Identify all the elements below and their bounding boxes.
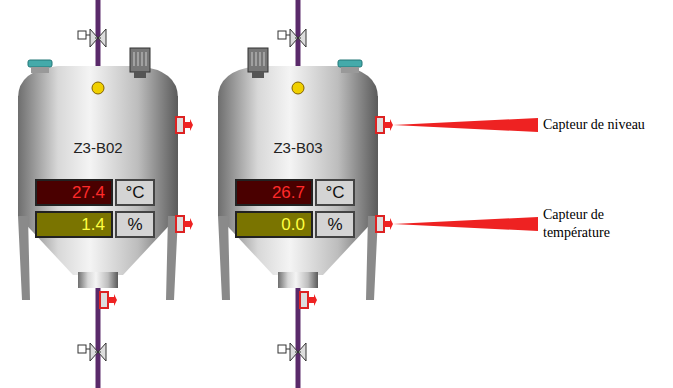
callout-label: Capteur de température [543, 206, 663, 242]
value-text: 26.7 [272, 183, 305, 203]
unit-box: % [315, 211, 355, 238]
value-display: 27.4 [35, 179, 113, 206]
callout-label: Capteur de niveau [543, 116, 668, 134]
value-display: 0.0 [235, 211, 313, 238]
tank-name: Z3-B02 [18, 139, 178, 156]
unit-box: °C [115, 179, 155, 206]
value-display: 26.7 [235, 179, 313, 206]
value-display: 1.4 [35, 211, 113, 238]
unit-text: °C [125, 183, 144, 203]
value-text: 1.4 [81, 215, 105, 235]
unit-text: % [327, 215, 342, 235]
unit-box: % [115, 211, 155, 238]
unit-text: % [127, 215, 142, 235]
tank-body: Z3-B02 27.4 °C 1.4% [18, 95, 178, 270]
value-text: 27.4 [72, 183, 105, 203]
tank-name: Z3-B03 [218, 139, 378, 156]
unit-text: °C [325, 183, 344, 203]
tank-body: Z3-B03 26.7 °C 0.0% [218, 95, 378, 270]
unit-box: °C [315, 179, 355, 206]
value-text: 0.0 [281, 215, 305, 235]
